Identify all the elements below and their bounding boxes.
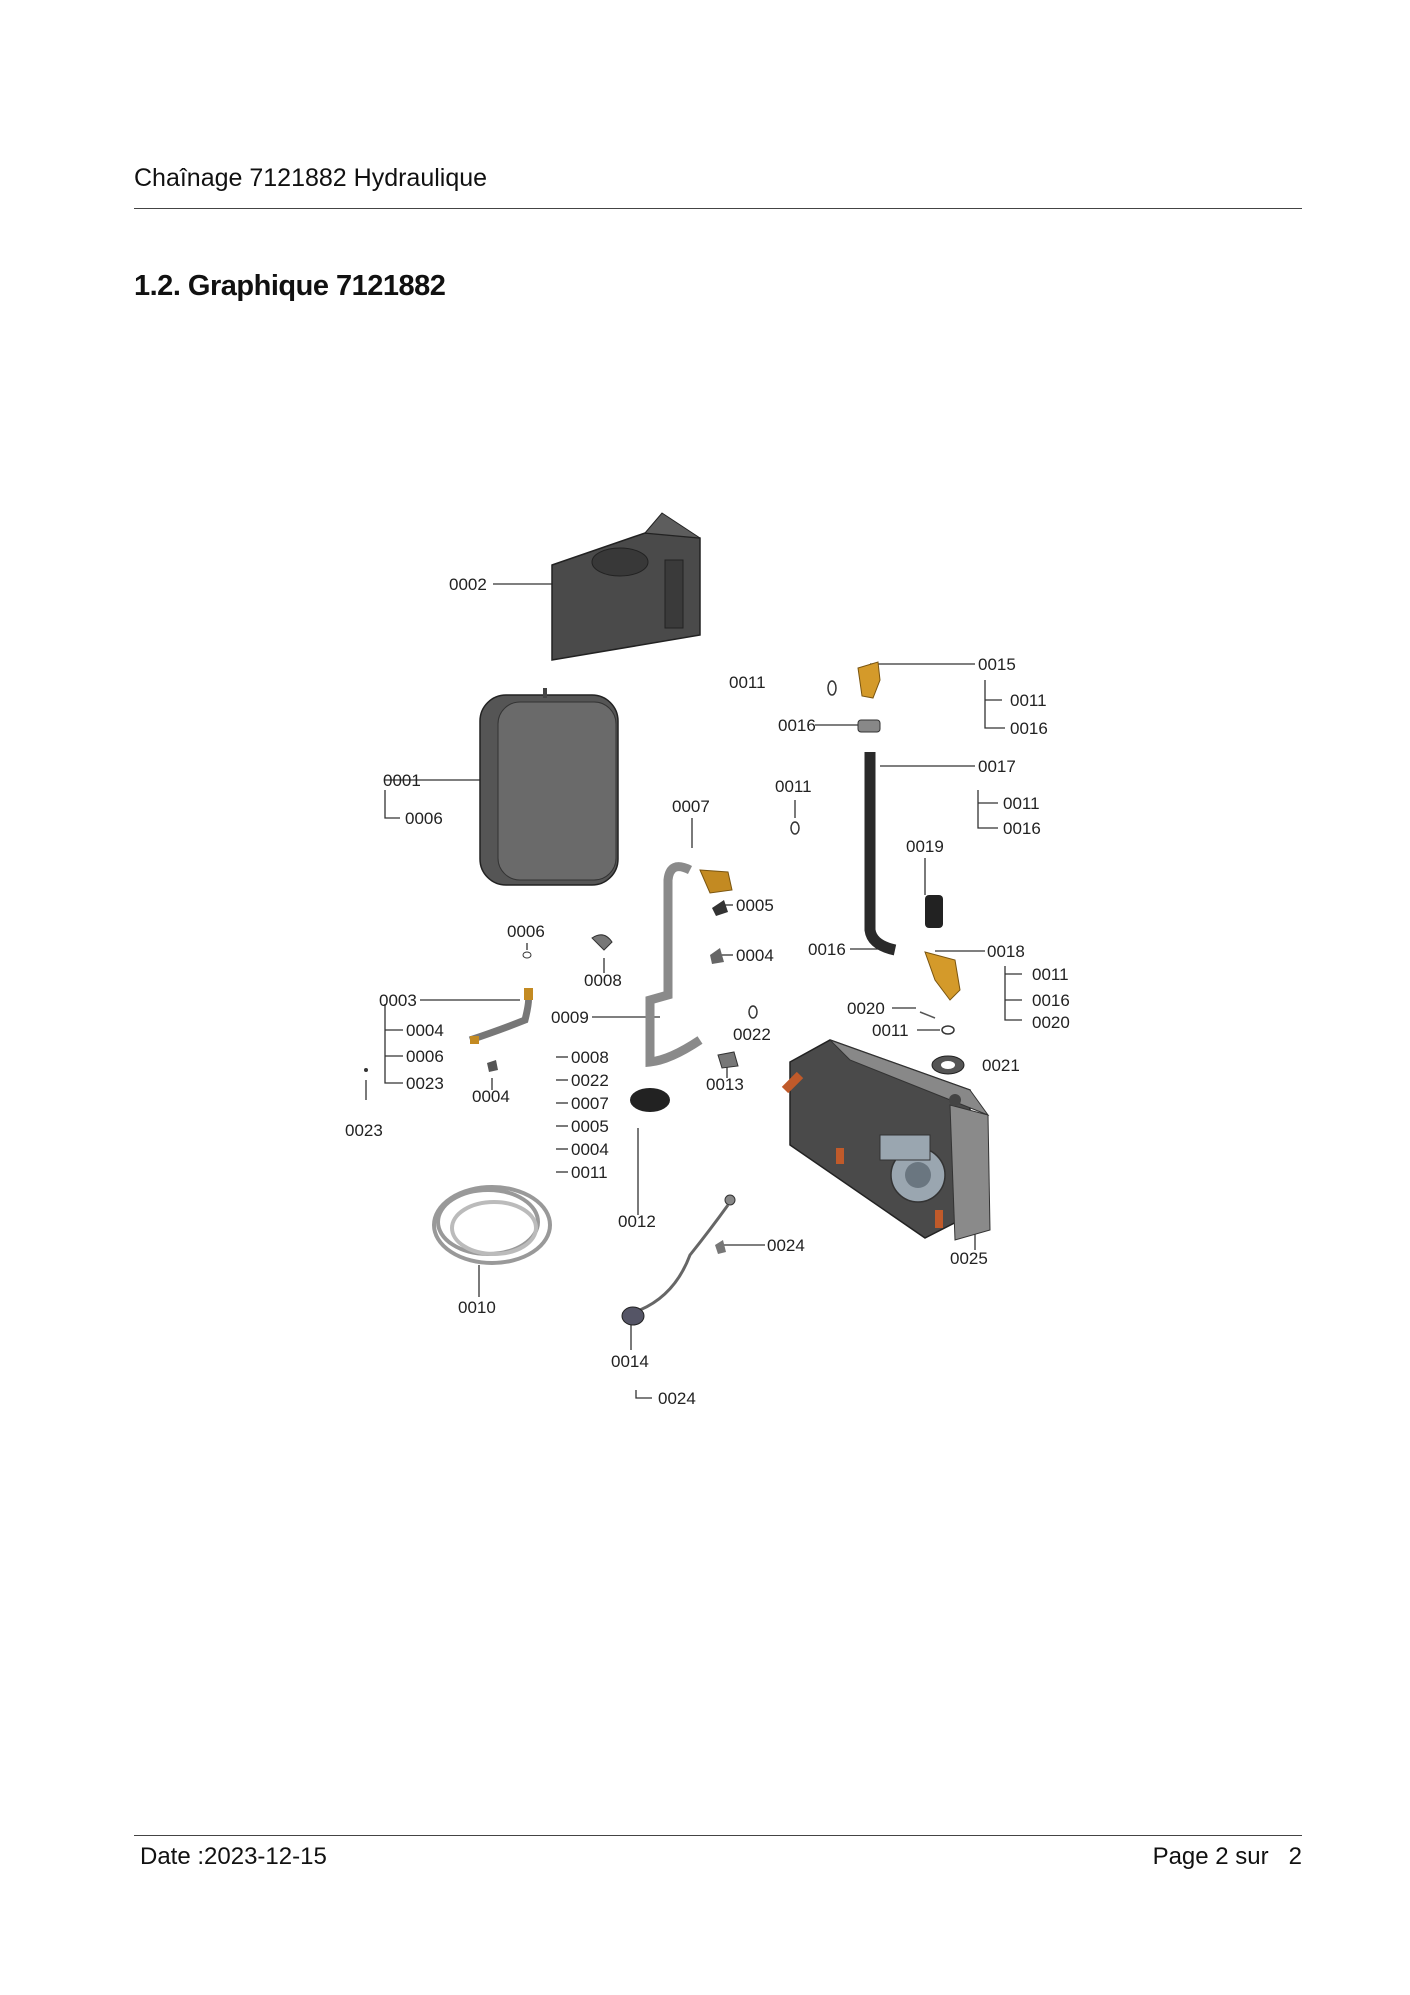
label-0014: 0014 [611,1352,649,1371]
label-0007: 0007 [672,797,710,816]
label-0003: 0003 [379,991,417,1010]
hydraulic-block-part [781,1039,991,1241]
label-0015: 0015 [978,655,1016,674]
label-0017-0011: 0011 [1003,794,1040,813]
label-0019: 0019 [906,837,944,856]
label-0014-0024: 0024 [658,1389,696,1408]
label-0013: 0013 [706,1075,744,1094]
label-0004-b: 0004 [472,1087,510,1106]
label-0017: 0017 [978,757,1016,776]
label-0012: 0012 [618,1212,656,1231]
footer-rule [134,1835,1302,1836]
label-0015-0016: 0016 [1010,719,1048,738]
label-0018-0020: 0020 [1032,1013,1070,1032]
footer-page-number: Page 2 sur 2 [1152,1843,1302,1870]
label-0009: 0009 [551,1008,589,1027]
label-0003-0006: 0006 [406,1047,444,1066]
label-0011-low: 0011 [872,1021,909,1040]
label-0023: 0023 [345,1121,383,1140]
section-title: 1.2. Graphique 7121882 [134,270,446,302]
label-0008: 0008 [584,971,622,990]
label-0021: 0021 [982,1056,1020,1075]
label-0009-0007: 0007 [571,1094,609,1113]
label-0001: 0001 [383,771,421,790]
page-header-title: Chaînage 7121882 Hydraulique [134,164,488,192]
label-0003-0023: 0023 [406,1074,444,1093]
label-0017-0016: 0016 [1003,819,1041,838]
label-0009-0008: 0008 [571,1048,609,1067]
label-0015-0011: 0011 [1010,691,1047,710]
label-0011-mid: 0011 [775,777,812,796]
label-0025: 0025 [950,1249,988,1268]
expansion-vessel-part [479,688,619,886]
label-0006: 0006 [507,922,545,941]
hose-coil-part [432,1185,552,1265]
label-0016-bottom: 0016 [808,940,846,959]
leader-lines [365,583,1022,1399]
small-parts [364,661,965,1112]
label-0009-0011: 0011 [571,1163,608,1182]
label-0011: 0011 [729,673,766,692]
label-0009-0022: 0022 [571,1071,609,1090]
label-0022: 0022 [733,1025,771,1044]
footer-date: Date :2023-12-15 [140,1843,327,1870]
label-0004: 0004 [736,946,774,965]
label-0001-0006: 0006 [405,809,443,828]
label-0009-0004: 0004 [571,1140,609,1159]
part-number-labels: 0002 0001 0006 0011 0015 0011 0016 0016 … [345,575,1070,1408]
label-0003-0004: 0004 [406,1021,444,1040]
label-0018-0016: 0016 [1032,991,1070,1010]
label-0016: 0016 [778,716,816,735]
label-0018: 0018 [987,942,1025,961]
label-0024: 0024 [767,1236,805,1255]
insulation-cover-part [551,512,701,661]
sensor-cable-part [621,1194,736,1326]
header-rule [134,208,1302,209]
label-0018-0011: 0011 [1032,965,1069,984]
label-0005: 0005 [736,896,774,915]
label-0009-0005: 0005 [571,1117,609,1136]
label-0002: 0002 [449,575,487,594]
label-0010: 0010 [458,1298,496,1317]
label-0020: 0020 [847,999,885,1018]
